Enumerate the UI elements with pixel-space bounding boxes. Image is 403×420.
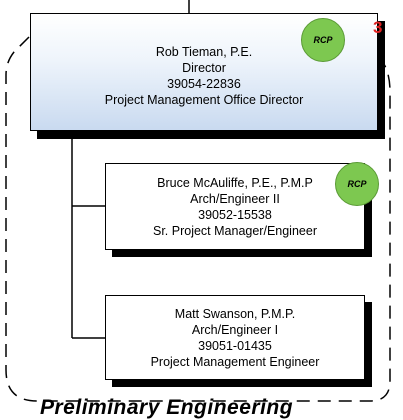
director-role: Director xyxy=(182,61,226,75)
staff-position: Sr. Project Manager/Engineer xyxy=(153,223,317,238)
staff-id: 39052-15538 xyxy=(198,207,272,222)
staff-card-bruce[interactable]: Bruce McAuliffe, P.E., P.M.P Arch/Engine… xyxy=(105,163,365,250)
group-title: Preliminary Engineering xyxy=(40,396,294,419)
staff-role: Arch/Engineer I xyxy=(191,322,279,337)
staff-role: Arch/Engineer II xyxy=(190,191,280,206)
staff-name: Matt Swanson, P.M.P. xyxy=(174,306,296,321)
director-position: Project Management Office Director xyxy=(104,93,304,107)
staff-name: Bruce McAuliffe, P.E., P.M.P xyxy=(157,175,313,190)
group-count-badge: 3 xyxy=(373,18,383,37)
rcp-badge-bruce: RCP xyxy=(335,162,379,206)
staff-position: Project Management Engineer xyxy=(150,354,320,369)
group-boundary xyxy=(5,36,391,402)
director-id: 39054-22836 xyxy=(167,77,241,91)
connector-layer xyxy=(5,0,391,402)
director-name: Rob Tieman, P.E. xyxy=(155,45,253,59)
rcp-badge-director: RCP xyxy=(301,18,345,62)
staff-card-matt[interactable]: Matt Swanson, P.M.P. Arch/Engineer I 390… xyxy=(105,295,365,380)
staff-id: 39051-01435 xyxy=(198,338,272,353)
